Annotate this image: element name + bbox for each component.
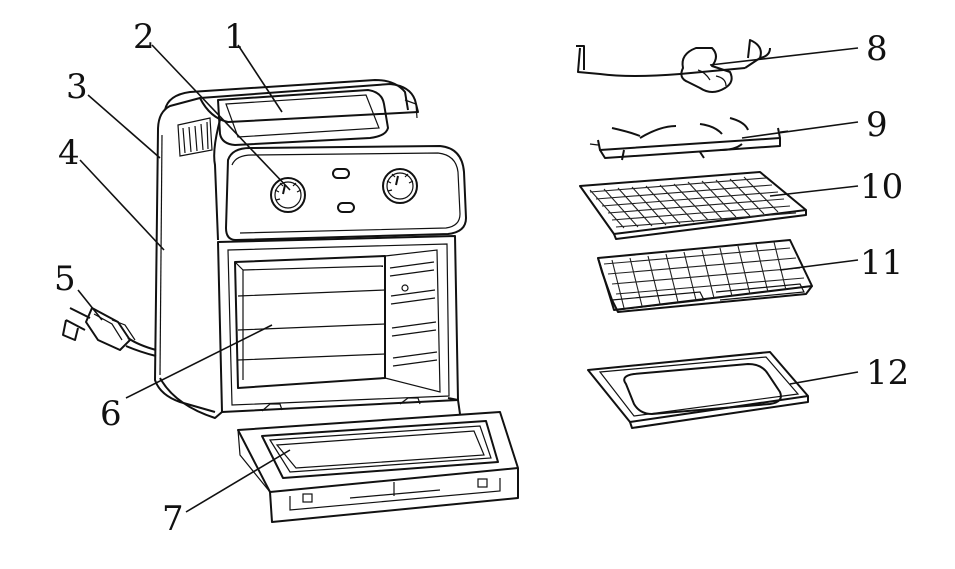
rotisserie-forks [589,117,789,161]
open-door [237,411,519,523]
part-labels: 1 2 3 4 5 6 7 8 9 10 11 12 [54,17,909,539]
indicator-light-bottom [337,202,355,213]
power-cord-plug [62,307,157,357]
flat-rack [579,171,807,240]
label-8: 8 [866,29,888,69]
indicator-light-top [332,168,350,179]
mesh-basket [597,239,813,313]
drip-tray [587,351,809,429]
knob-right [382,168,418,204]
leader-lines [77,44,859,513]
rotisserie-spit [576,39,771,93]
label-11: 11 [860,243,903,283]
label-12: 12 [866,353,909,393]
top-window [217,89,389,146]
label-2: 2 [133,17,155,57]
label-9: 9 [866,105,888,145]
label-6: 6 [100,394,122,434]
label-3: 3 [66,67,88,107]
air-fryer-oven-illustration [62,79,519,523]
knob-left [270,177,306,213]
label-7: 7 [162,499,184,539]
label-5: 5 [54,259,76,299]
side-vent [177,117,213,157]
control-panel [225,145,467,241]
oven-cavity [234,249,441,393]
label-4: 4 [58,133,80,173]
label-10: 10 [860,167,903,207]
label-1: 1 [224,17,246,57]
